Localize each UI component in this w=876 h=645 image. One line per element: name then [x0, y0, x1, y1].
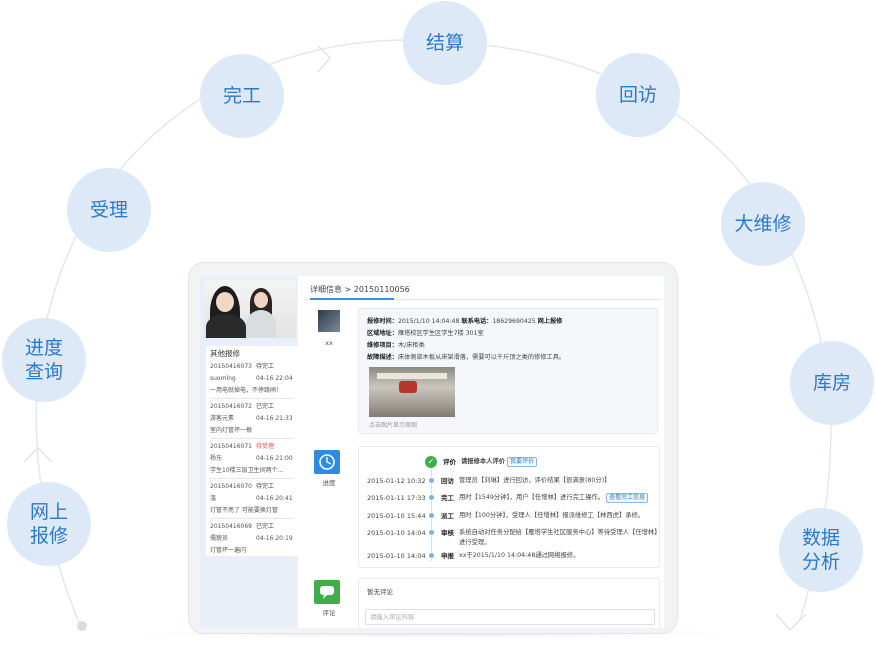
timeline-text: 请报修本人评价 我要评价 — [461, 457, 538, 467]
tab-detail[interactable]: 详细信息 > 20150110056 — [310, 285, 410, 294]
list-item-desc: 一用电就掉电，不停跳闸！ — [210, 387, 283, 394]
comment-input[interactable]: 请输入评论内容 — [365, 609, 655, 625]
timeline-time: 2015-01-11 17:33 — [367, 494, 426, 502]
step-settle[interactable]: 结算 — [403, 1, 487, 85]
timeline-text: 用时【1549分钟】，用户【任增林】进行完工操作。 查看完工信息 — [459, 493, 649, 503]
progress-timeline: ✓ 评价 请报修本人评价 我要评价 2015-01-12 10:32 回访 管理… — [358, 446, 661, 568]
comment-icon — [314, 580, 340, 604]
progress-label: 进度 — [322, 479, 336, 487]
view-completion-button[interactable]: 查看完工信息 — [606, 493, 649, 503]
clock-icon — [314, 450, 340, 474]
timeline-action: 回访 — [441, 477, 454, 485]
no-comment-text: 暂无评论 — [367, 588, 393, 596]
area-line: 区域地址：雁塔校区学生区学生7楼 301室 — [367, 330, 484, 337]
step-major-repair[interactable]: 大维修 — [721, 182, 805, 266]
arc-start-dot — [77, 621, 87, 631]
timeline-action: 评价 — [443, 458, 456, 466]
tab-bar: 详细信息 > 20150110056 — [304, 282, 660, 300]
timeline-text: xx于2015/1/10 14:04:48通过网络报修。 — [459, 552, 580, 559]
step-online-repair[interactable]: 网上 报修 — [7, 482, 91, 566]
timeline-action: 申报 — [441, 552, 454, 560]
timeline-action: 完工 — [441, 494, 454, 502]
timeline-time: 2015-01-10 15:44 — [367, 512, 426, 520]
step-data-analysis[interactable]: 数据 分析 — [779, 508, 863, 592]
arrow-icon — [317, 45, 332, 73]
reporter: xx — [314, 310, 344, 348]
timeline-time: 2015-01-10 14:04 — [367, 552, 426, 560]
timeline-text: 管理员【刘琳】进行回访，评价结果【很满意(80分)】 — [459, 477, 611, 484]
item-line: 维修项目：木/床柜类 — [367, 342, 425, 349]
reporter-avatar — [318, 310, 340, 332]
step-progress-query[interactable]: 进度 查询 — [2, 318, 86, 402]
other-orders-title: 其他报修 — [210, 349, 240, 358]
tab-active-indicator — [310, 298, 394, 300]
timeline-text-cont: 进行受理。 — [459, 539, 491, 546]
arrow-icon — [775, 613, 807, 632]
list-item-desc: 灯管坏一遍闪 — [210, 547, 247, 554]
timeline-dot — [428, 552, 435, 559]
main-content: 详细信息 > 20150110056 xx 报修时间：2015/1/10 14:… — [304, 276, 664, 628]
timeline-dot — [428, 529, 435, 536]
fault-photo[interactable] — [369, 367, 455, 417]
report-time-line: 报修时间：2015/1/10 14:04:48 联系电话：18629690425… — [367, 318, 563, 325]
evaluate-button[interactable]: 我要评价 — [507, 457, 538, 467]
timeline-line — [431, 461, 432, 561]
reporter-name: xx — [325, 339, 333, 347]
timeline-time: 2015-01-10 14:04 — [367, 529, 426, 537]
timeline-action: 派工 — [441, 512, 454, 520]
staff-photo — [204, 280, 296, 338]
check-icon: ✓ — [425, 456, 437, 468]
repair-detail-card: 报修时间：2015/1/10 14:04:48 联系电话：18629690425… — [358, 308, 658, 434]
step-warehouse[interactable]: 库房 — [790, 341, 874, 425]
step-accept[interactable]: 受理 — [67, 168, 151, 252]
timeline-text: 系统自动对任务分配给【雁塔学生社区服务中心】等待受理人【任增林】 — [459, 529, 661, 536]
fault-line: 故障描述：床体侧部木板从床架滑落，需要可以千斤顶之类的修修工具。 — [367, 354, 565, 361]
arrow-icon — [23, 446, 53, 463]
step-revisit[interactable]: 回访 — [596, 53, 680, 137]
list-item-desc: 室内灯管坏一根 — [210, 427, 253, 434]
photo-hint: 点击图片显示原图 — [369, 422, 418, 429]
timeline-action: 审核 — [441, 529, 454, 537]
comment-label: 评论 — [322, 609, 336, 617]
timeline-dot — [428, 512, 435, 519]
step-complete[interactable]: 完工 — [200, 54, 284, 138]
timeline-dot — [428, 477, 435, 484]
timeline-text: 用时【100分钟】，受理人【任增林】报派维修工【林西虎】承修。 — [459, 512, 645, 519]
list-item-desc: 灯管不亮了 可能要换灯管 — [210, 507, 278, 514]
timeline-time: 2015-01-12 10:32 — [367, 477, 426, 485]
list-item-desc: 学生10楼三层卫生间两个… — [210, 467, 284, 474]
comment-card: 暂无评论 请输入评论内容 — [358, 578, 660, 628]
timeline-dot — [428, 494, 435, 501]
